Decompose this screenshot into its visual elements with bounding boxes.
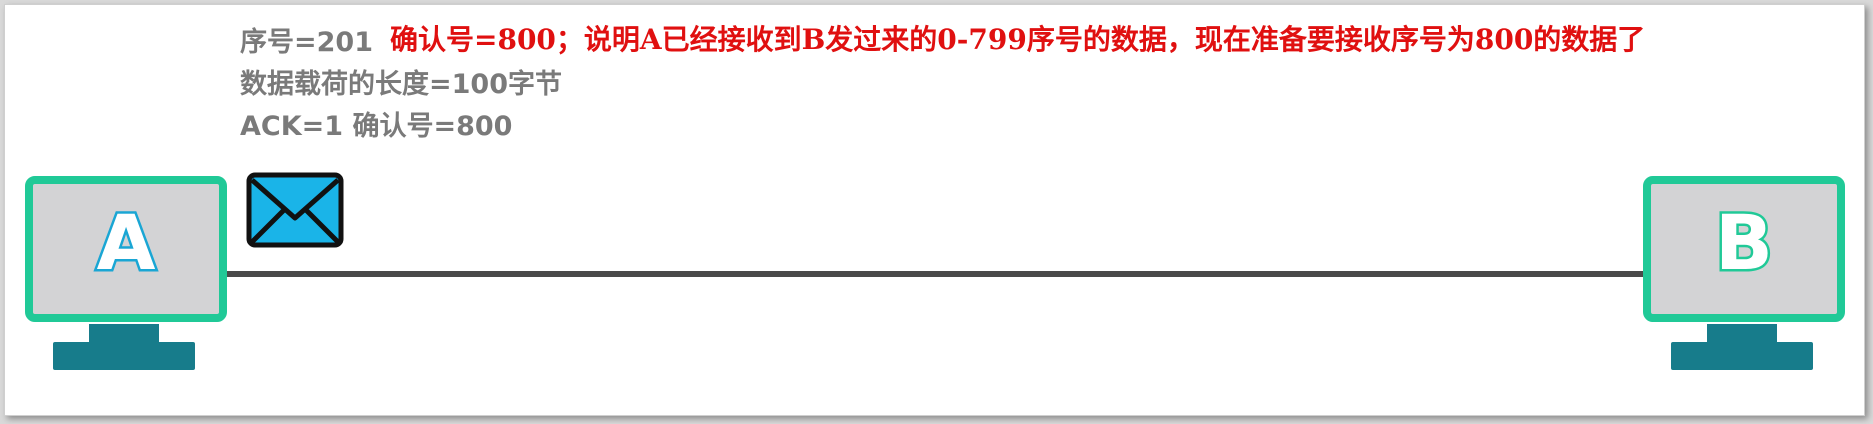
host-a-computer: A [25, 176, 227, 376]
host-a-label: A [94, 196, 158, 290]
payload-length-text: 数据载荷的长度=100字节 [240, 69, 562, 100]
network-link [215, 271, 1655, 277]
host-b-base [1671, 342, 1813, 370]
host-b-screen [1643, 176, 1845, 322]
host-a-stand [89, 324, 159, 342]
host-b-computer: B [1643, 176, 1845, 376]
host-b-label: B [1713, 196, 1776, 290]
host-a-base [53, 342, 195, 370]
host-a-screen [25, 176, 227, 322]
ack-text: ACK=1 确认号=800 [240, 111, 513, 142]
sequence-number-text: 序号=201 [240, 27, 373, 58]
envelope-icon [246, 172, 344, 248]
host-b-stand [1707, 324, 1777, 342]
ack-explanation-annotation: 确认号=800；说明A已经接收到B发过来的0-799序号的数据，现在准备要接收序… [390, 23, 1646, 56]
